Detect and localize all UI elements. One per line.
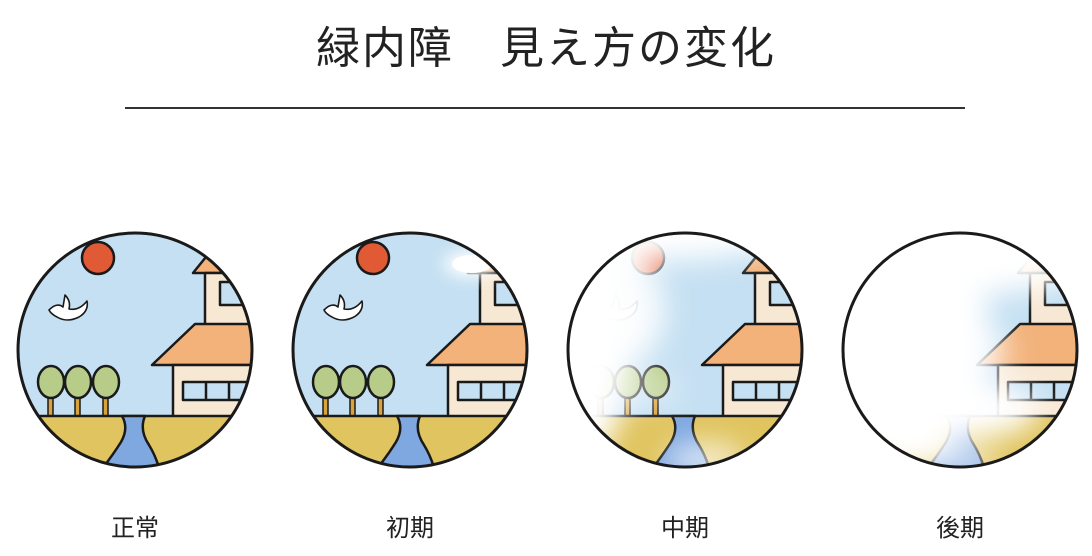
early-vision-illustration: [291, 231, 529, 469]
stage-normal: 正常: [15, 230, 255, 542]
title-divider: [125, 107, 965, 109]
stage-label: 初期: [386, 514, 434, 542]
late-vision-illustration: [841, 231, 1079, 469]
stage-late: 後期: [840, 230, 1080, 542]
stage-label: 後期: [936, 514, 984, 542]
stage-label: 正常: [111, 514, 159, 542]
stage-early: 初期: [290, 230, 530, 542]
stage-middle: 中期: [565, 230, 805, 542]
page-title: 緑内障 見え方の変化: [316, 23, 776, 74]
normal-vision-illustration: [16, 231, 254, 469]
stage-label: 中期: [661, 514, 709, 542]
middle-vision-illustration: [566, 231, 804, 469]
